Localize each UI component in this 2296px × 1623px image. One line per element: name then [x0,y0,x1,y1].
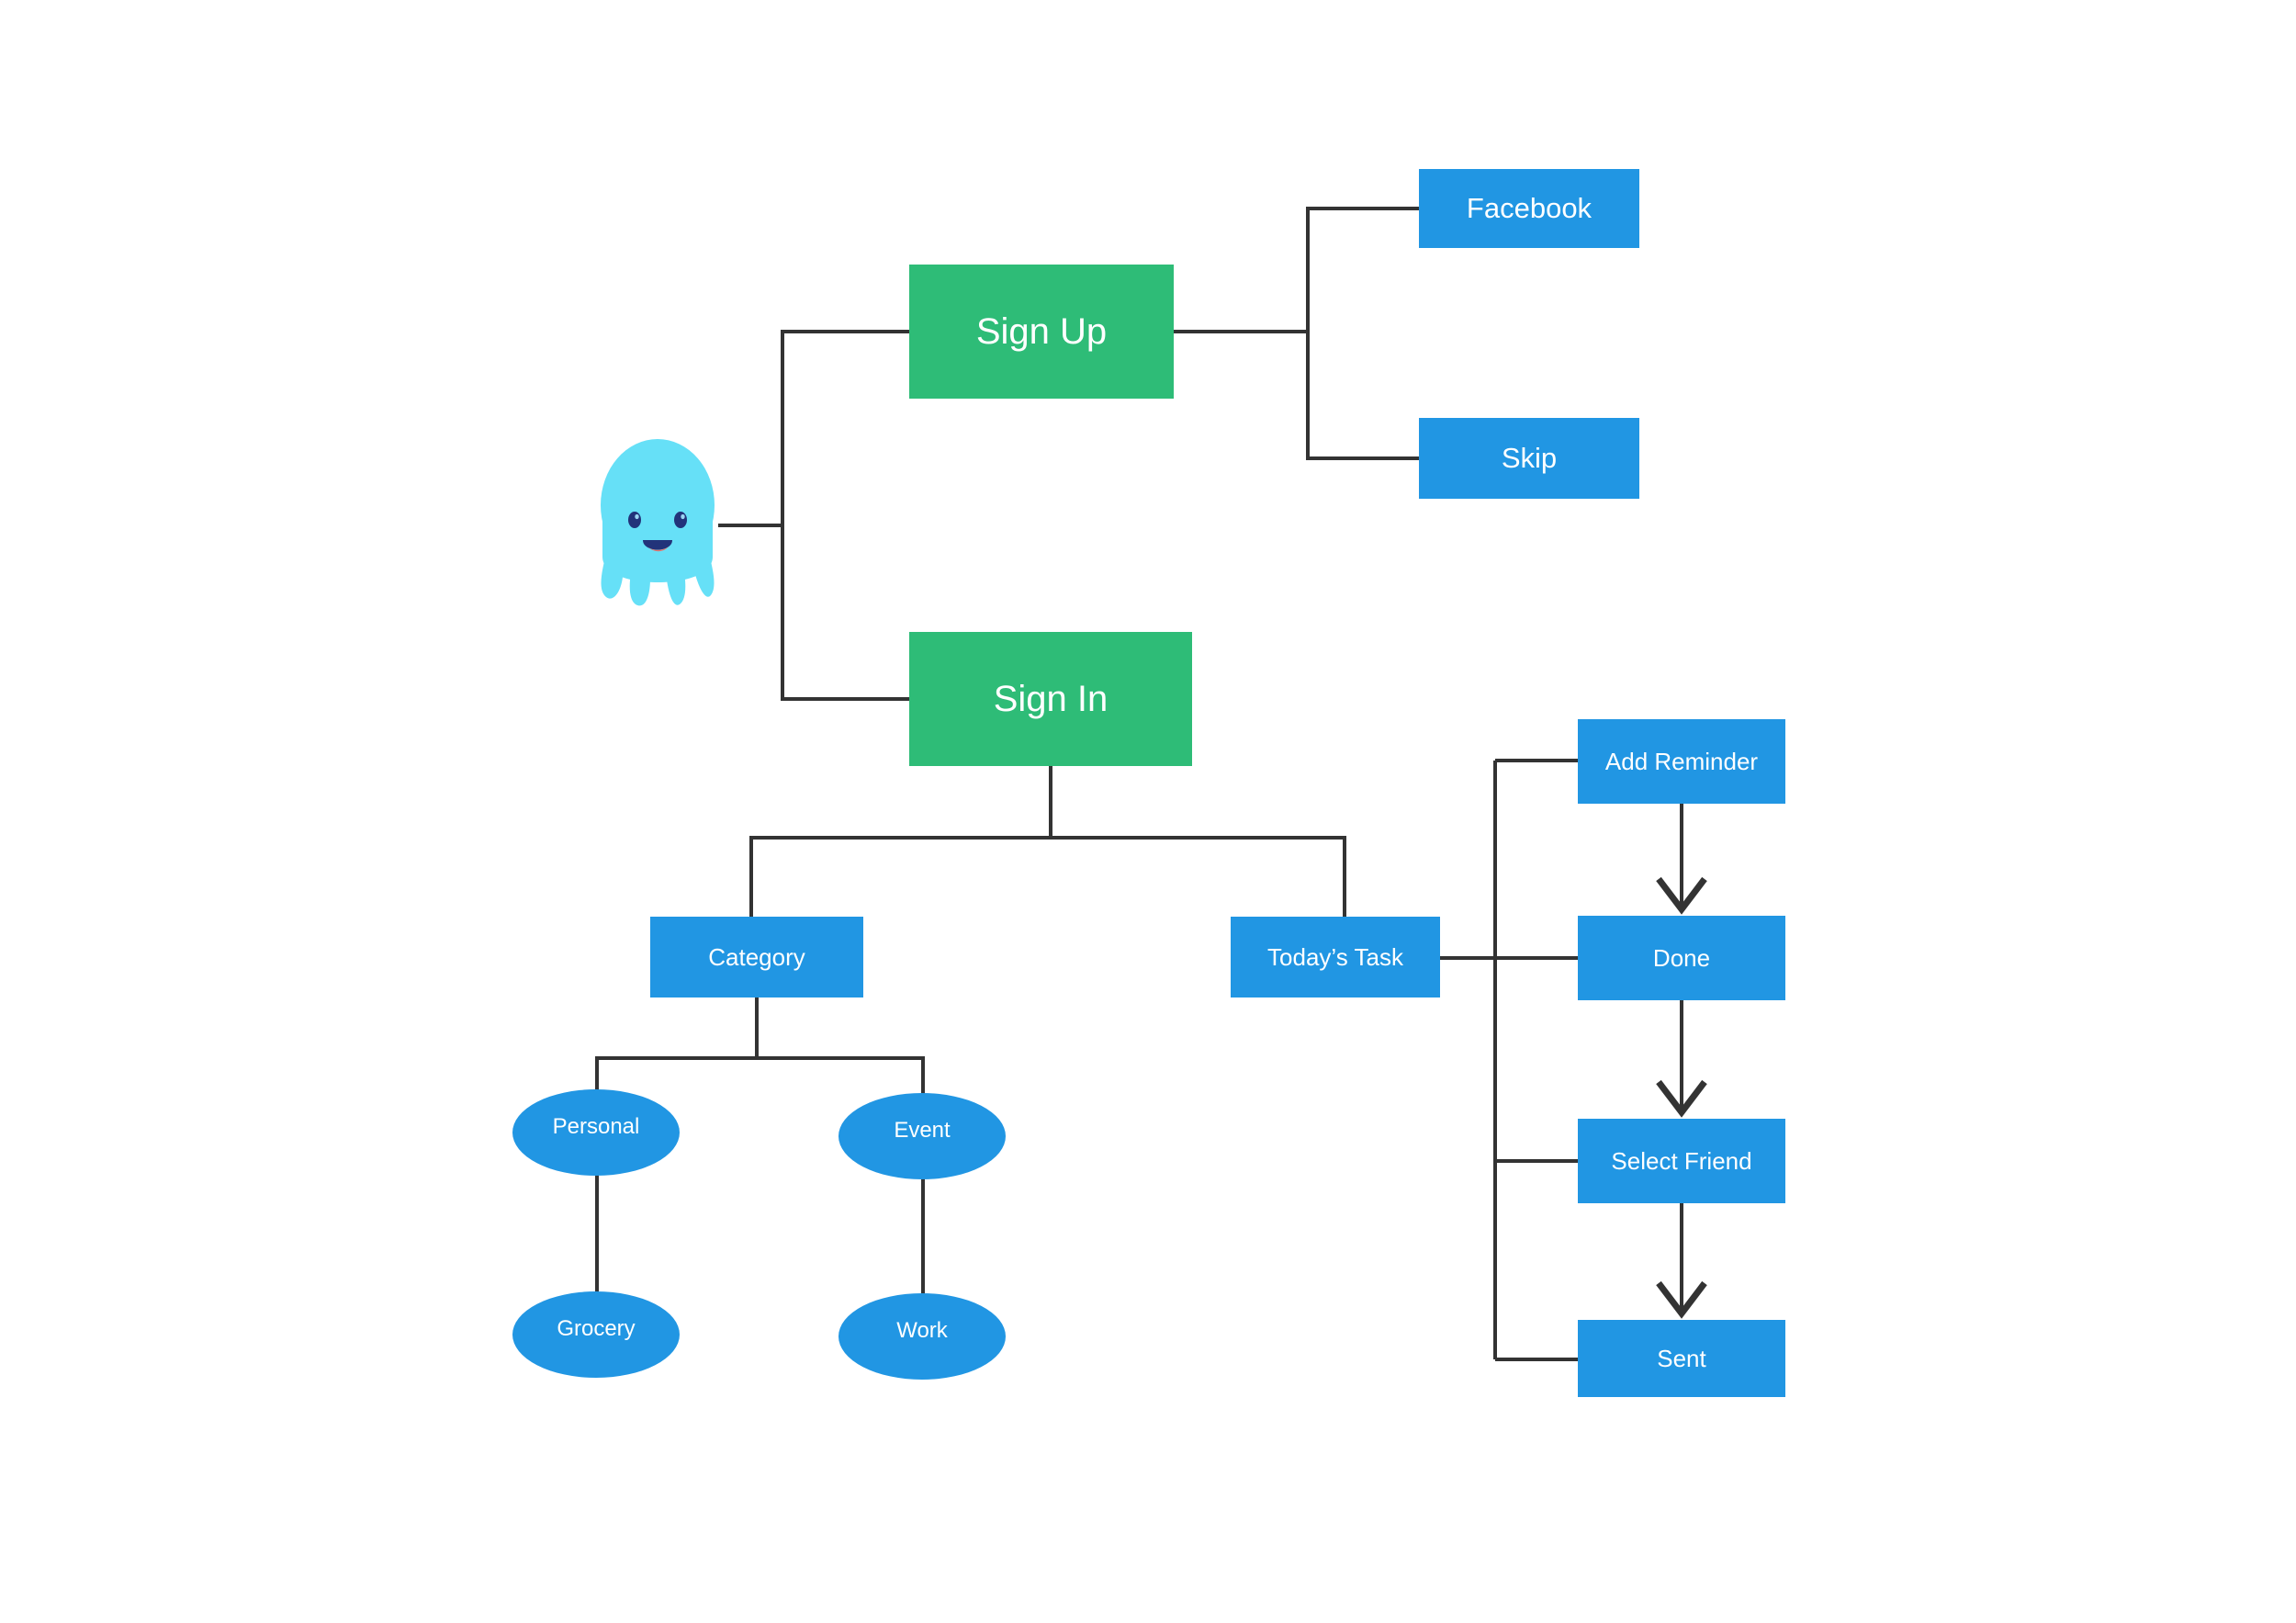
node-label-todays-task: Today’s Task [1267,942,1403,971]
node-sign-in[interactable]: Sign In [909,632,1192,766]
node-label-grocery: Grocery [557,1315,636,1341]
arrowhead-select-friend [1656,1079,1707,1118]
node-label-work: Work [896,1317,948,1343]
node-label-category: Category [708,942,805,971]
arrowhead-done [1656,876,1707,915]
node-label-personal: Personal [552,1113,640,1139]
node-personal[interactable]: Personal [512,1089,680,1176]
node-add-reminder[interactable]: Add Reminder [1578,719,1785,804]
octopus-icon-svg [601,439,715,606]
node-sign-up[interactable]: Sign Up [909,265,1174,399]
node-label-sign-in: Sign In [993,679,1109,719]
edge-mascot-to-signin [781,525,909,701]
node-event[interactable]: Event [838,1093,1006,1179]
octopus-mascot-icon [597,439,718,612]
node-label-sent: Sent [1657,1344,1706,1372]
edge-signup-to-skip [1306,332,1419,460]
node-label-event: Event [894,1117,951,1143]
node-sent[interactable]: Sent [1578,1320,1785,1397]
node-category[interactable]: Category [650,917,863,997]
edge-category-to-personal [595,1056,757,1091]
node-skip[interactable]: Skip [1419,418,1639,499]
node-label-sign-up: Sign Up [975,311,1108,352]
node-done[interactable]: Done [1578,916,1785,1000]
edge-signin-to-category [749,836,1051,917]
node-label-facebook: Facebook [1466,191,1593,224]
node-label-done: Done [1652,943,1711,972]
edge-signin-to-todaystask [1051,836,1346,917]
node-grocery[interactable]: Grocery [512,1291,680,1378]
edge-category-to-event [757,1056,925,1095]
node-facebook[interactable]: Facebook [1419,169,1639,248]
node-todays-task[interactable]: Today’s Task [1231,917,1440,997]
edge-signup-to-facebook [1306,207,1419,332]
node-label-skip: Skip [1501,441,1558,474]
node-work[interactable]: Work [838,1293,1006,1380]
node-label-select-friend: Select Friend [1611,1146,1752,1175]
node-label-add-reminder: Add Reminder [1604,747,1759,775]
node-select-friend[interactable]: Select Friend [1578,1119,1785,1203]
edge-mascot-to-signup [781,330,909,525]
arrowhead-sent [1656,1280,1707,1319]
